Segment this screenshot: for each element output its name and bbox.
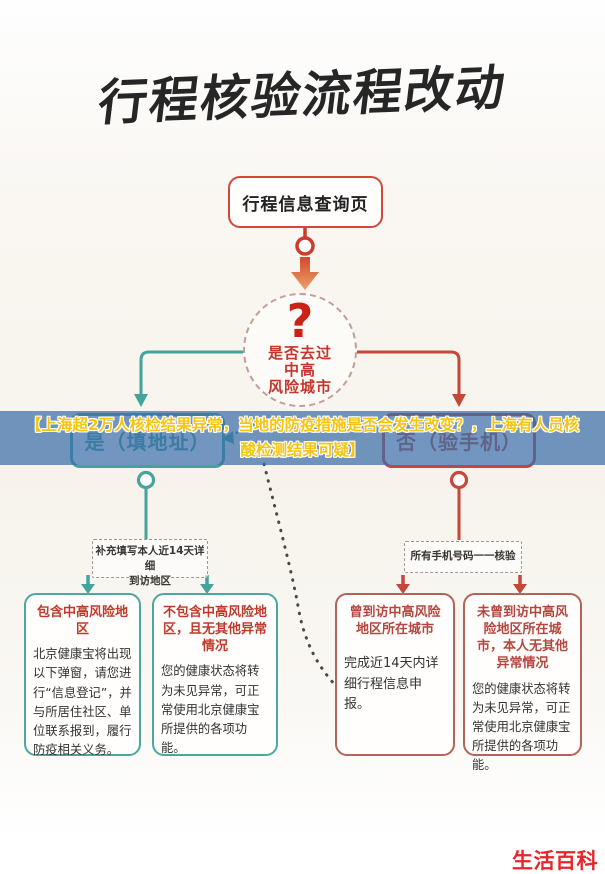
decision-text-line: 中高	[283, 361, 316, 379]
decision-text-line: 风险城市	[267, 378, 332, 396]
outcome-box-not-visited-risk-city: 未曾到访中高风险地区所在城市，本人无其他异常情况 您的健康状态将转为未见异常，可…	[463, 593, 582, 772]
no-branch-connector	[353, 350, 469, 540]
top-connector-ring-icon	[295, 228, 315, 256]
down-arrow-icon	[291, 257, 319, 290]
flow-step-verify-phone-numbers: 所有手机号码一一核验	[404, 541, 522, 573]
outcome-body: 您的健康状态将转为未见异常，可正常使用北京健康宝所提供的各项功能。	[472, 681, 571, 773]
news-overlay-band: 【上海超2万人核检结果异常，当地的防疫措施是否会发生改变？，上海有人员核 酸检测…	[0, 411, 605, 465]
question-mark-icon: ?	[286, 294, 314, 348]
step-text-line: 补充填写本人近14天详细	[95, 545, 205, 572]
site-watermark: 生活百科	[512, 849, 598, 873]
outcome-body: 北京健康宝将出现以下弹窗，请您进行“信息登记”，并与所居住社区、单位联系报到，履…	[33, 647, 132, 758]
flow-node-trip-info-page: 行程信息查询页	[228, 176, 383, 228]
decision-text-line: 是否去过	[267, 344, 332, 362]
overlay-text-line1: 【上海超2万人核检结果异常，当地的防疫措施是否会发生改变？，上海有人员核	[25, 416, 580, 434]
outcome-title: 不包含中高风险地区，且无其他异常情况	[162, 605, 267, 655]
flow-step-fill-visited-areas: 补充填写本人近14天详细 到访地区	[92, 539, 208, 587]
outcome-body: 您的健康状态将转为未见异常，可正常使用北京健康宝所提供的各项功能。	[161, 664, 260, 756]
trip-info-page-label: 行程信息查询页	[242, 194, 369, 215]
outcome-box-contains-risk-area: 包含中高风险地区 北京健康宝将出现以下弹窗，请您进行“信息登记”，并与所居住社区…	[24, 593, 141, 757]
flow-decision-circle: ? 是否去过 中高 风险城市	[243, 293, 357, 407]
outcome-box-no-risk-area: 不包含中高风险地区，且无其他异常情况 您的健康状态将转为未见异常，可正常使用北京…	[152, 593, 278, 756]
overlay-text-line2: 酸检测结果可疑】	[240, 441, 365, 459]
step-text-line: 到访地区	[129, 575, 171, 587]
outcome-title: 未曾到访中高风险地区所在城市，本人无其他异常情况	[476, 605, 568, 672]
outcome-box-visited-risk-city: 曾到访中高风险地区所在城市 完成近14天内详细行程信息申报。	[335, 593, 455, 756]
outcome-title: 包含中高风险地区	[36, 605, 128, 638]
step-text-line: 所有手机号码一一核验	[410, 550, 516, 562]
yes-branch-connector	[134, 350, 247, 540]
outcome-body: 完成近14天内详细行程信息申报。	[344, 656, 439, 712]
outcome-title: 曾到访中高风险地区所在城市	[349, 605, 441, 638]
